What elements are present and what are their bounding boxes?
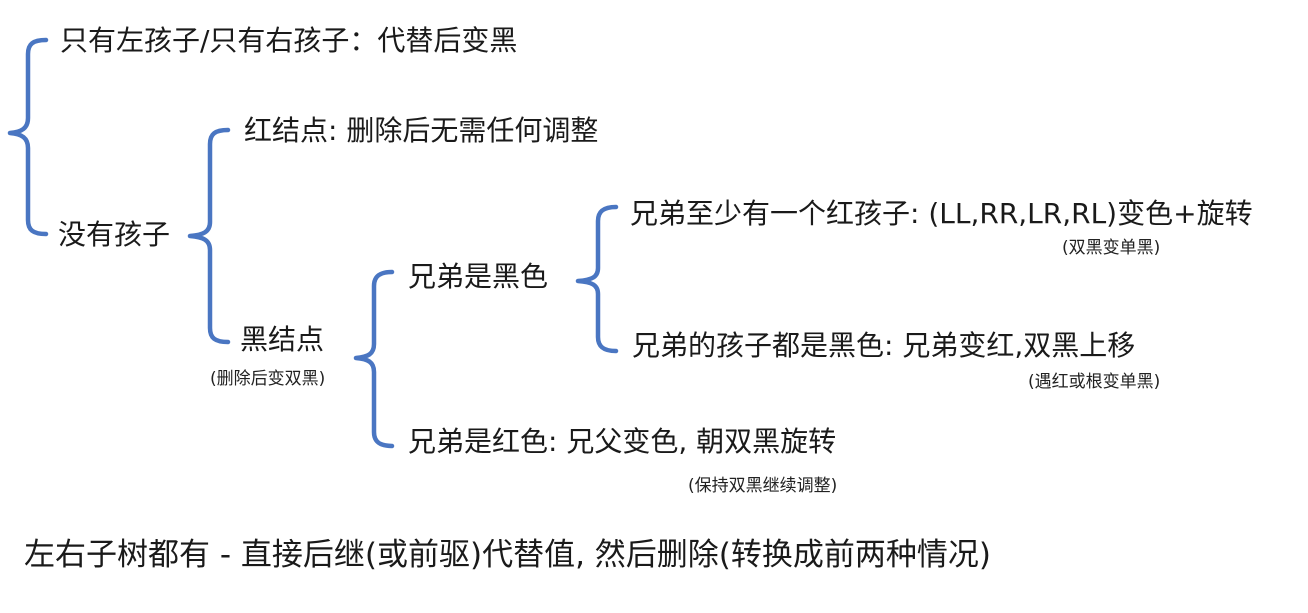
node-black-note: (删除后变双黑)	[210, 369, 326, 389]
bracket-black-node	[353, 269, 395, 449]
node-black: 黑结点	[240, 323, 325, 356]
node-nephews-black: 兄弟的孩子都是黑色: 兄弟变红,双黑上移	[632, 329, 1136, 362]
node-red: 红结点: 删除后无需任何调整	[244, 114, 599, 147]
node-sibling-red-note: (保持双黑继续调整)	[688, 476, 838, 496]
bracket-no-child	[187, 127, 231, 345]
node-sibling-black: 兄弟是黑色	[408, 260, 549, 293]
node-no-child: 没有孩子	[58, 218, 171, 251]
node-sibling-red: 兄弟是红色: 兄父变色, 朝双黑旋转	[408, 425, 837, 458]
node-single-child: 只有左孩子/只有右孩子：代替后变黑	[60, 24, 518, 57]
bracket-group	[7, 37, 619, 449]
node-nephews-black-note: (遇红或根变单黑)	[1028, 372, 1161, 392]
bracket-root	[7, 37, 49, 237]
node-two-children: 左右子树都有 - 直接后继(或前驱)代替值, 然后删除(转换成前两种情况)	[24, 537, 991, 573]
node-nephew-red: 兄弟至少有一个红孩子: (LL,RR,LR,RL)变色+旋转	[630, 197, 1253, 230]
bracket-sibling-black	[575, 204, 619, 354]
node-nephew-red-note: (双黑变单黑)	[1062, 238, 1161, 258]
